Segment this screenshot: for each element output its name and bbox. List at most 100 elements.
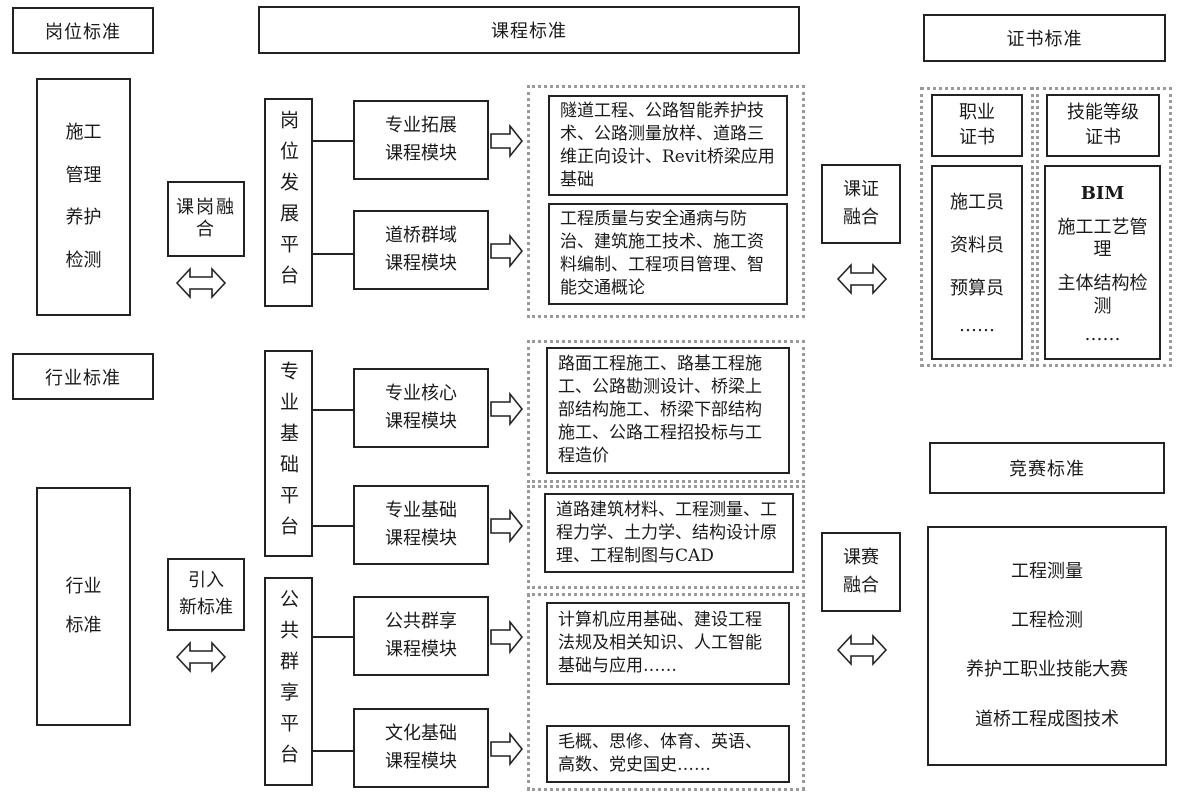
content-text: 毛概、思修、体育、英语、高数、党史国史…… [558,732,762,775]
header-position-standard-label: 岗位标准 [45,21,121,43]
module-professional-core: 专业核心 课程模块 [353,368,489,448]
module-line: 道桥群域 [385,225,457,246]
content-core-courses: 路面工程施工、路基工程施工、公路勘测设计、桥梁上部结构施工、桥梁下部结构施工、公… [546,347,790,474]
platform-label: 专业基础平台 [277,360,299,547]
cert-item: …… [959,314,995,336]
contest-item: 工程检测 [1011,610,1083,632]
module-culture-basic: 文化基础 课程模块 [353,708,489,788]
cert-column-skill-level [1036,87,1172,367]
position-item: 养护 [65,207,102,228]
double-arrow-icon [175,640,227,674]
connector-line [313,636,353,638]
content-public-courses: 计算机应用基础、建设工程法规及相关知识、人工智能基础与应用…… [546,602,790,685]
cert-title-line: 职业 [959,102,995,123]
content-group-basic [527,485,805,589]
content-text: 路面工程施工、路基工程施工、公路勘测设计、桥梁上部结构施工、桥梁下部结构施工、公… [558,354,762,466]
header-contest-standard: 竞赛标准 [929,442,1165,494]
cert-item: 施工员 [950,191,1004,213]
module-line: 课程模块 [385,410,457,432]
content-text: 道路建筑材料、工程测量、工程力学、土力学、结构设计原理、工程制图与CAD [556,499,777,566]
contest-link-line: 融合 [843,574,879,596]
position-item: 管理 [65,164,102,186]
module-professional-expansion: 专业拓展 课程模块 [353,100,489,180]
cert-item: 施工工艺管理 [1057,216,1148,261]
cert-occupational-title: 职业 证书 [931,94,1023,157]
double-arrow-icon [836,262,888,296]
connector-line [313,750,353,752]
header-cert-standard-label: 证书标准 [1006,29,1083,50]
cert-occupational-list: 施工员 资料员 预算员 …… [931,165,1023,360]
module-line: 课程模块 [385,750,457,772]
module-line: 专业基础 [385,500,457,521]
content-expansion-courses: 隧道工程、公路智能养护技术、公路测量放样、道路三维正向设计、Revit桥梁应用基… [548,95,788,196]
double-arrow-icon [836,633,888,667]
cert-link-line: 融合 [843,206,879,228]
module-line: 课程模块 [385,527,457,549]
cert-item: BIM [1080,182,1125,204]
industry-item: 行业 [65,575,102,597]
right-arrow-icon [490,731,524,767]
header-position-standard: 岗位标准 [12,7,154,54]
right-arrow-icon [490,391,524,427]
connector-line [313,525,353,527]
content-text: 计算机应用基础、建设工程法规及相关知识、人工智能基础与应用…… [558,610,762,676]
cert-link-line: 课证 [843,179,879,200]
content-group-public [527,593,805,791]
platform-professional-basic: 专业基础平台 [264,350,313,557]
module-line: 专业核心 [385,383,457,404]
cert-item: 预算员 [950,277,1004,299]
position-item: 施工 [65,122,102,143]
header-industry-standard-label: 行业标准 [45,367,121,389]
module-line: 公共群享 [385,611,457,632]
content-road-bridge-courses: 工程质量与安全通病与防治、建筑施工技术、施工资料编制、工程项目管理、智能交通概论 [548,203,788,305]
platform-public-shared: 公共群享平台 [264,577,313,786]
header-contest-standard-label: 竞赛标准 [1009,459,1085,480]
cert-title-line: 证书 [1085,126,1121,148]
new-standard-link-box: 引入 新标准 [167,558,245,631]
contest-item: 养护工职业技能大赛 [966,659,1128,681]
module-line: 课程模块 [385,638,457,660]
platform-label: 公共群享平台 [277,588,299,775]
module-line: 文化基础 [385,723,457,744]
platform-position-development: 岗位发展平台 [264,98,313,307]
connector-line [313,140,353,142]
content-text: 隧道工程、公路智能养护技术、公路测量放样、道路三维正向设计、Revit桥梁应用基… [560,100,775,190]
cert-item: 资料员 [950,234,1004,256]
cert-column-occupational [920,87,1034,367]
cert-title-line: 技能等级 [1067,102,1139,123]
contest-item: 道桥工程成图技术 [975,708,1119,730]
double-arrow-icon [175,266,227,300]
course-position-link-label: 课岗融合 [176,196,236,241]
course-contest-link-box: 课赛 融合 [821,532,901,612]
cert-item: 主体结构检测 [1057,273,1148,317]
cert-skill-title: 技能等级 证书 [1046,94,1160,157]
cert-item: …… [1084,323,1121,345]
course-cert-link-box: 课证 融合 [821,164,901,244]
connector-line [313,409,353,411]
contest-link-line: 课赛 [843,547,879,568]
module-line: 专业拓展 [385,115,457,136]
header-industry-standard: 行业标准 [12,353,154,400]
content-group-core [527,340,805,483]
cert-title-line: 证书 [959,126,995,148]
header-course-standard-label: 课程标准 [491,21,567,42]
content-culture-courses: 毛概、思修、体育、英语、高数、党史国史…… [546,725,790,783]
position-items-box: 施工 管理 养护 检测 [36,78,131,316]
new-standard-link-line: 新标准 [179,596,233,618]
contest-items-box: 工程测量 工程检测 养护工职业技能大赛 道桥工程成图技术 [927,526,1167,766]
position-item: 检测 [65,249,102,271]
industry-items-box: 行业 标准 [36,487,131,726]
header-cert-standard: 证书标准 [923,14,1166,62]
right-arrow-icon [490,233,524,269]
module-road-bridge: 道桥群域 课程模块 [353,210,489,290]
course-position-link-box: 课岗融合 [167,181,245,257]
right-arrow-icon [490,123,524,159]
right-arrow-icon [490,619,524,655]
content-text: 工程质量与安全通病与防治、建筑施工技术、施工资料编制、工程项目管理、智能交通概论 [560,209,764,298]
module-line: 课程模块 [385,252,457,274]
module-public-shared: 公共群享 课程模块 [353,596,489,676]
industry-item: 标准 [65,614,102,636]
content-basic-courses: 道路建筑材料、工程测量、工程力学、土力学、结构设计原理、工程制图与CAD [544,493,794,573]
new-standard-link-line: 引入 [188,570,224,591]
module-line: 课程模块 [385,142,457,164]
